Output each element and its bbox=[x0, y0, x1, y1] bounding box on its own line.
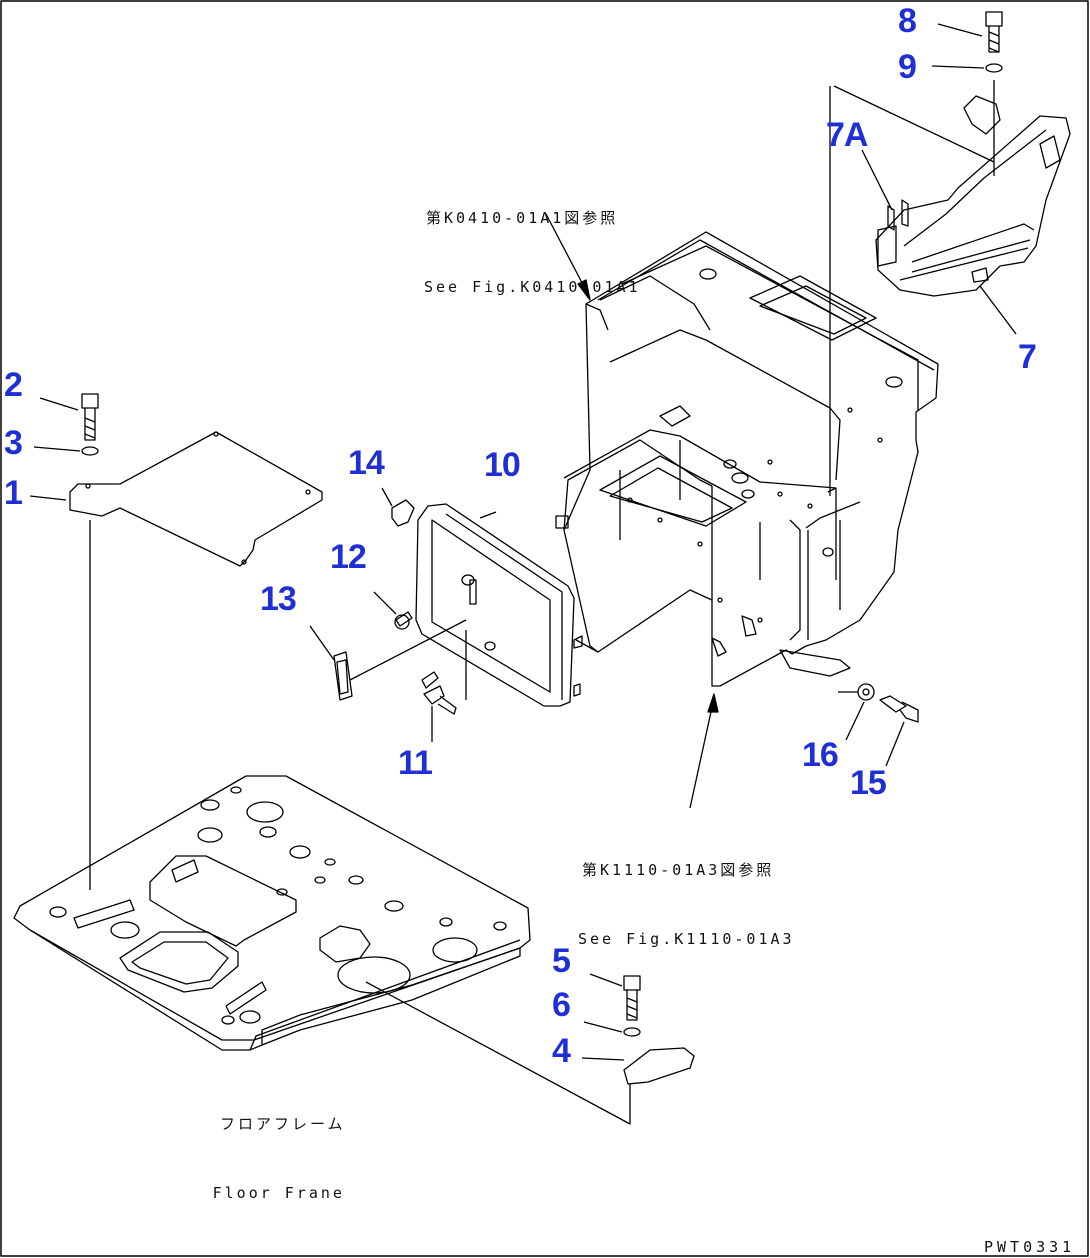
callout-2: 2 bbox=[4, 366, 23, 404]
leader-13 bbox=[309, 625, 335, 661]
washer-16-shape bbox=[857, 683, 875, 701]
washer-9-shape bbox=[985, 63, 1003, 73]
link-13-panel bbox=[349, 619, 467, 681]
callout-1: 1 bbox=[4, 474, 23, 512]
callout-10: 10 bbox=[484, 446, 521, 484]
leader-15 bbox=[885, 721, 905, 767]
leader-16 bbox=[845, 701, 865, 741]
panel-cover-10-shape bbox=[415, 503, 583, 707]
callout-7a: 7A bbox=[826, 116, 868, 154]
ref-mid-en: See Fig.K1110-01A3 bbox=[578, 930, 795, 949]
ref-top-en: See Fig.K0410-01A1 bbox=[424, 278, 641, 297]
callout-5: 5 bbox=[552, 942, 571, 980]
leader-8 bbox=[937, 23, 983, 37]
ref-note-floor: フロアフレーム Floor Frane bbox=[212, 1066, 346, 1252]
leader-line-7-diag bbox=[833, 85, 995, 163]
fastener-11-shape bbox=[421, 671, 457, 715]
callout-3: 3 bbox=[4, 424, 23, 462]
cover-plate-shape bbox=[69, 431, 323, 567]
ref-arrowhead-mid bbox=[707, 693, 719, 713]
clip-7a-shape bbox=[887, 199, 909, 231]
main-panel-structure bbox=[555, 231, 939, 687]
leader-10 bbox=[479, 511, 497, 519]
ref-arrow-mid bbox=[689, 697, 715, 809]
cap-14-shape bbox=[391, 499, 415, 527]
callout-7: 7 bbox=[1018, 338, 1037, 376]
floor-frame-en: Floor Frane bbox=[212, 1184, 345, 1203]
cover-4-shape bbox=[623, 1047, 695, 1085]
ref-top-jp: 第K0410-01A1図参照 bbox=[426, 208, 619, 227]
leader-7a bbox=[861, 149, 893, 211]
leader-5 bbox=[589, 973, 623, 987]
drawing-code: PWT0331 bbox=[984, 1238, 1076, 1256]
leader-3 bbox=[33, 446, 81, 452]
side-cover-7-shape bbox=[875, 95, 1071, 297]
leader-7 bbox=[979, 285, 1017, 335]
bolt-5-shape bbox=[623, 975, 641, 1021]
leader-12 bbox=[373, 591, 397, 615]
callout-6: 6 bbox=[552, 986, 571, 1024]
leader-line-4 bbox=[365, 981, 631, 1125]
clip-13-shape bbox=[333, 651, 353, 701]
ref-arrowhead-top bbox=[577, 279, 591, 301]
link-10-frame bbox=[575, 639, 599, 653]
floor-frame-jp: フロアフレーム bbox=[220, 1114, 346, 1133]
callout-11: 11 bbox=[398, 744, 433, 782]
leader-14 bbox=[381, 487, 393, 507]
clip-12-shape bbox=[394, 611, 413, 630]
callout-12: 12 bbox=[330, 538, 367, 576]
bolt-15-shape bbox=[879, 695, 919, 723]
callout-13: 13 bbox=[260, 580, 297, 618]
callout-4: 4 bbox=[552, 1032, 571, 1070]
washer-6-shape bbox=[623, 1027, 641, 1037]
bolt-8-shape bbox=[985, 11, 1003, 53]
leader-1 bbox=[29, 495, 67, 501]
leader-6 bbox=[583, 1021, 623, 1033]
ref-mid-jp: 第K1110-01A3図参照 bbox=[582, 860, 775, 879]
bolt-2-shape bbox=[81, 393, 99, 441]
ref-note-mid: 第K1110-01A3図参照 See Fig.K1110-01A3 bbox=[578, 812, 795, 998]
leader-9 bbox=[931, 65, 985, 69]
floor-frame-shape bbox=[13, 775, 531, 1051]
callout-8: 8 bbox=[898, 2, 917, 40]
callout-15: 15 bbox=[850, 764, 887, 802]
ref-note-top: 第K0410-01A1図参照 See Fig.K0410-01A1 bbox=[424, 160, 641, 346]
leader-4 bbox=[581, 1057, 625, 1061]
callout-16: 16 bbox=[802, 736, 839, 774]
washer-3-shape bbox=[81, 446, 99, 456]
callout-9: 9 bbox=[898, 48, 917, 86]
leader-2 bbox=[39, 397, 79, 411]
callout-14: 14 bbox=[348, 444, 385, 482]
